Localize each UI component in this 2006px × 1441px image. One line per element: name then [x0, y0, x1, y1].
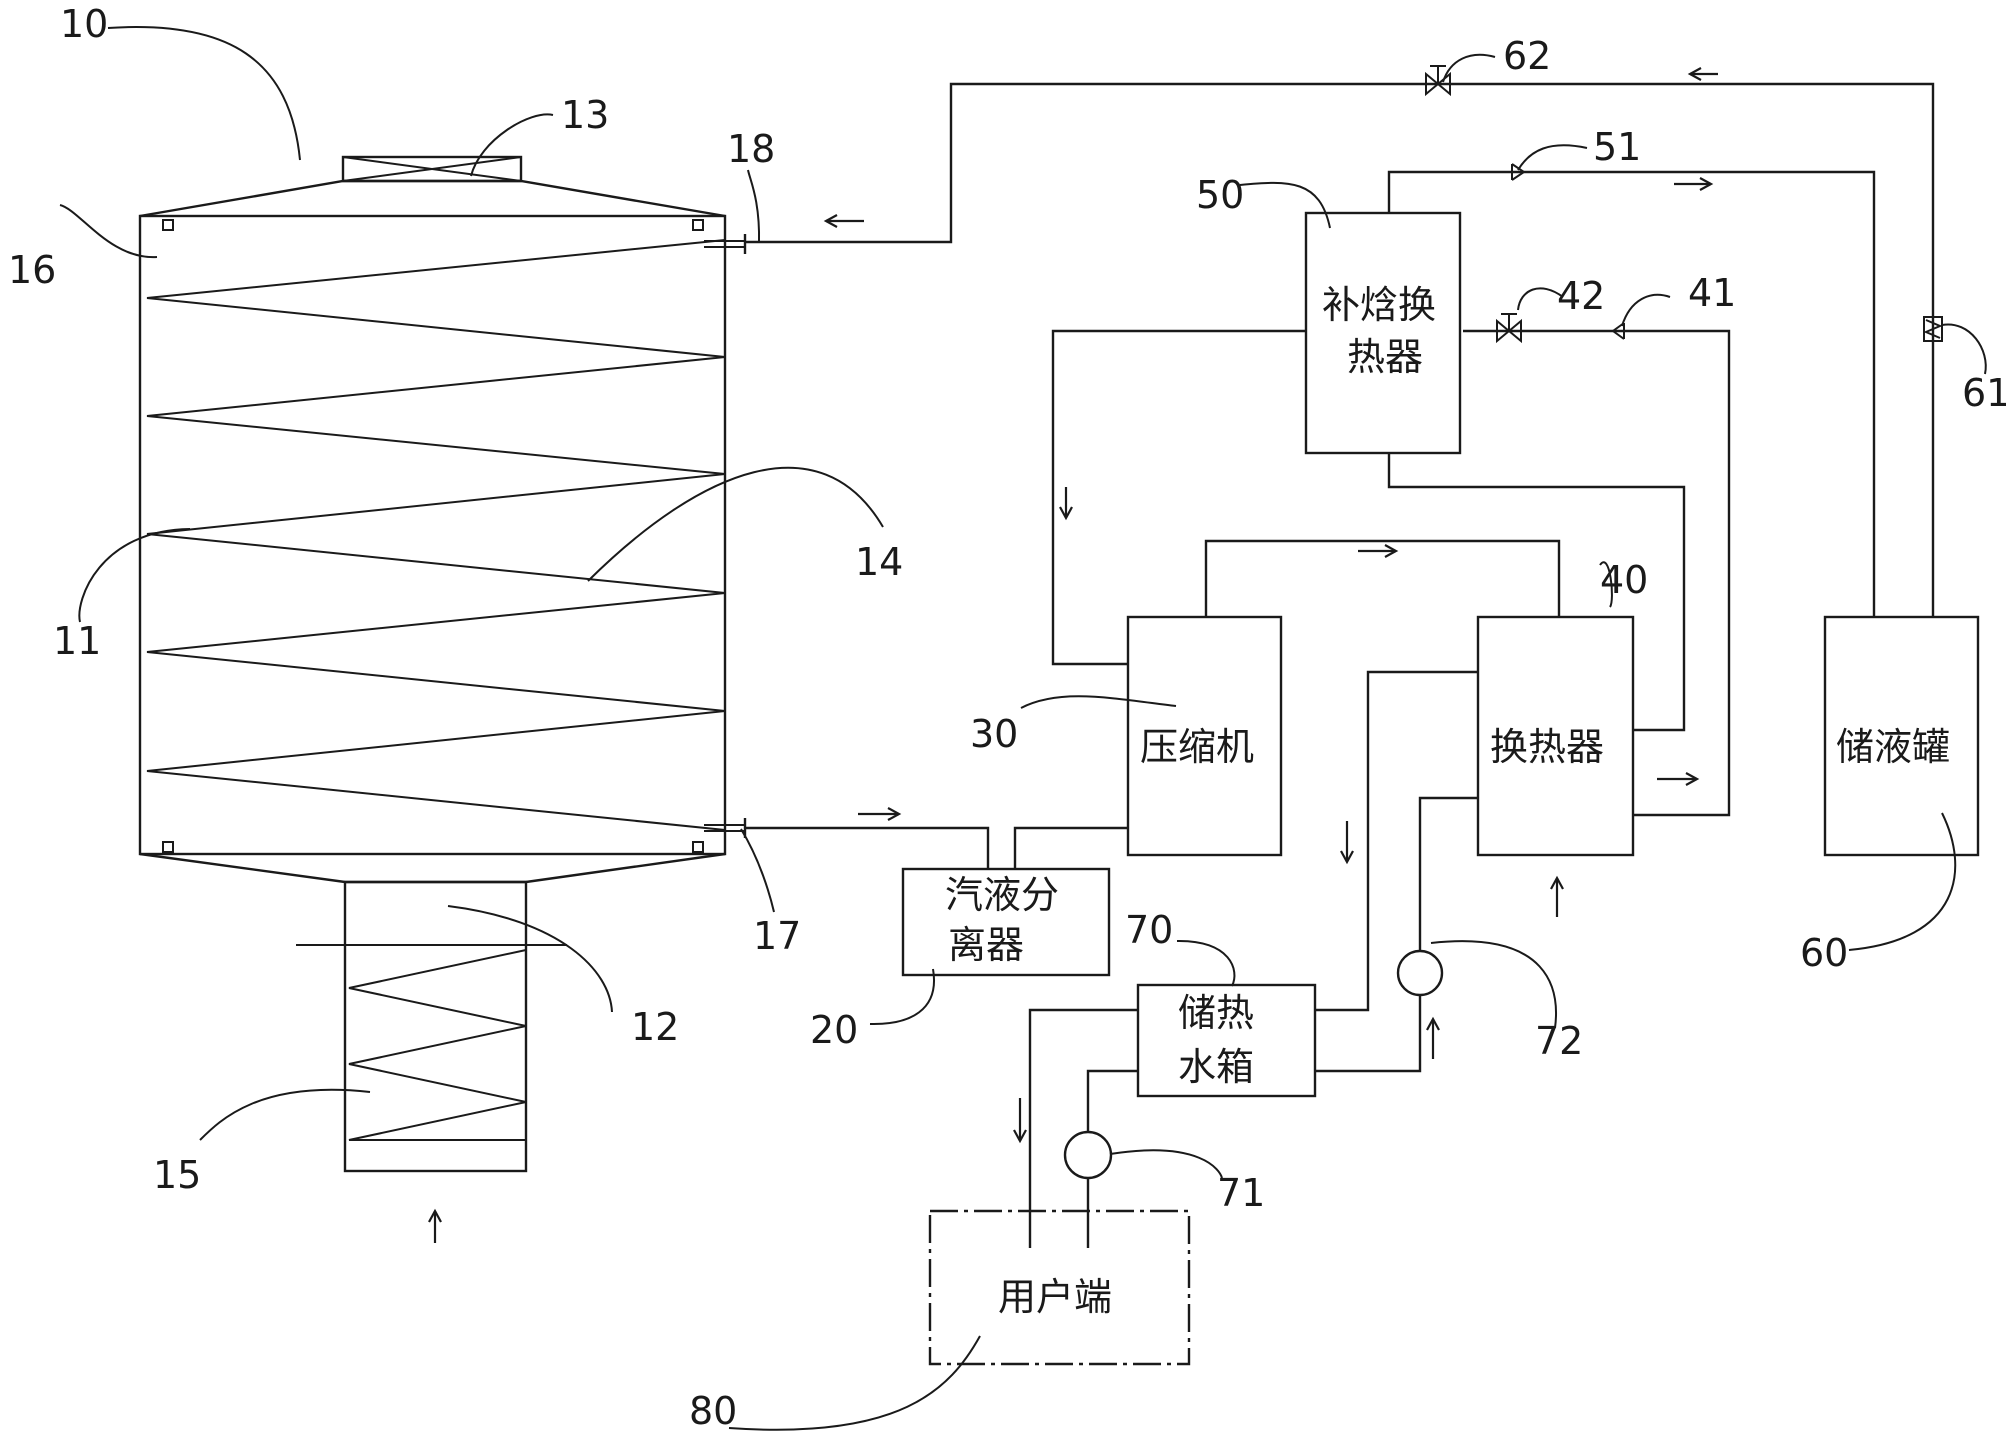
ref-70: 70: [1125, 908, 1173, 952]
pipe-pump72-to-hx: [1418, 796, 1478, 957]
coil-15: [348, 949, 527, 1141]
ref-62: 62: [1503, 34, 1551, 78]
ref-17: 17: [753, 914, 801, 958]
pipe-ehx-top-to-tank: [1387, 170, 1876, 617]
pump-72[interactable]: [1396, 949, 1444, 997]
ref-20: 20: [810, 1008, 858, 1052]
heat-exchanger-label: 换热器: [1490, 725, 1604, 769]
flow-arrow-up-icon: [1426, 1016, 1440, 1031]
flow-arrow-up-icon: [428, 1208, 442, 1223]
leader-lines: [59, 26, 1987, 1431]
corner-sensor: [692, 219, 704, 231]
compressor-box: [1126, 615, 1283, 857]
flow-arrow-up-icon: [1550, 875, 1564, 890]
ref-71: 71: [1217, 1171, 1265, 1215]
valve-62[interactable]: [1425, 65, 1451, 97]
ref-30: 30: [970, 712, 1018, 756]
pipe-ehx-bottom-to-hx: [1387, 453, 1686, 732]
vessel-bottom-cone: [139, 852, 726, 884]
liquid-tank-box: [1823, 615, 1980, 857]
ref-18: 18: [727, 127, 775, 171]
enthalpy-heat-exchanger-box: [1304, 211, 1462, 455]
vessel-top-cone: [139, 179, 726, 218]
ref-41: 41: [1688, 271, 1736, 315]
lower-chamber: [296, 880, 567, 1243]
piping: [745, 82, 1935, 1248]
ref-51: 51: [1593, 125, 1641, 169]
ref-42: 42: [1557, 274, 1605, 318]
check-valve-51[interactable]: [1511, 163, 1526, 181]
corner-sensor: [162, 219, 174, 231]
flow-arrow-down-icon: [1059, 506, 1073, 521]
filter-61[interactable]: [1923, 316, 1943, 342]
flow-arrow-left-icon: [823, 214, 838, 228]
hot-water-tank-label-2: 水箱: [1178, 1045, 1254, 1089]
main-vessel: [138, 155, 727, 884]
gas-liquid-separator-label-2: 离器: [948, 923, 1024, 967]
pipe-compressor-to-hx: [1204, 539, 1561, 617]
check-valve-41[interactable]: [1611, 322, 1625, 340]
gas-liquid-separator-box: [901, 867, 1111, 977]
flow-arrow-right-icon: [1699, 177, 1714, 191]
enthalpy-heat-exchanger-label-2: 热器: [1347, 335, 1423, 379]
flow-arrows: [823, 67, 1718, 1144]
flow-arrow-down-icon: [1340, 850, 1354, 865]
valve-42[interactable]: [1496, 313, 1522, 344]
flow-arrow-left-icon: [1687, 67, 1702, 81]
ref-11: 11: [53, 619, 101, 663]
corner-sensor: [692, 841, 704, 853]
reference-numbers: 10 13 16 18 11 14 17 12 15 20 30 40 50 4…: [8, 2, 2006, 1433]
pipe-hx-to-valves: [1463, 329, 1731, 817]
pipe-return-line: [745, 82, 1935, 617]
coil-14: [146, 239, 726, 831]
ref-40: 40: [1600, 558, 1648, 602]
pipe-ehx-to-compressor: [1051, 329, 1306, 666]
ref-10: 10: [60, 2, 108, 46]
flow-arrow-down-icon: [1013, 1129, 1027, 1144]
pipe-hwt-to-hx: [1315, 670, 1478, 1012]
user-end-label: 用户端: [998, 1275, 1112, 1319]
ref-13: 13: [561, 93, 609, 137]
ref-15: 15: [153, 1153, 201, 1197]
pipe-separator-to-compressor: [1013, 826, 1128, 869]
vessel-body: [138, 214, 727, 856]
corner-sensor: [162, 841, 174, 853]
ref-12: 12: [631, 1005, 679, 1049]
ref-61: 61: [1962, 371, 2006, 415]
ref-72: 72: [1535, 1019, 1583, 1063]
enthalpy-heat-exchanger-label-1: 补焓换: [1322, 283, 1436, 327]
pipe-hwt-to-user: [1028, 1008, 1138, 1248]
ref-80: 80: [689, 1389, 737, 1433]
ref-14: 14: [855, 540, 903, 584]
heat-exchanger-box: [1476, 615, 1635, 857]
liquid-tank-label: 储液罐: [1836, 725, 1950, 769]
pump-71[interactable]: [1063, 1130, 1113, 1180]
hot-water-tank-label-1: 储热: [1178, 991, 1254, 1035]
ref-60: 60: [1800, 931, 1848, 975]
compressor-label: 压缩机: [1140, 725, 1254, 769]
pipe-hwt-to-pump71: [1086, 1069, 1138, 1135]
gas-liquid-separator-label-1: 汽液分: [945, 873, 1059, 917]
top-fan-box: [341, 155, 523, 183]
pipe-vessel-to-separator: [745, 826, 990, 869]
user-end-box: [928, 1209, 1191, 1366]
ref-50: 50: [1196, 173, 1244, 217]
lower-chamber-body: [343, 880, 528, 1173]
flow-arrow-right-icon: [1384, 544, 1399, 558]
flow-arrow-right-icon: [887, 807, 902, 821]
ref-16: 16: [8, 248, 56, 292]
hot-water-tank-box: [1136, 983, 1317, 1098]
flow-arrow-right-icon: [1685, 772, 1700, 786]
pipe-hwt-to-pump72: [1315, 989, 1422, 1073]
